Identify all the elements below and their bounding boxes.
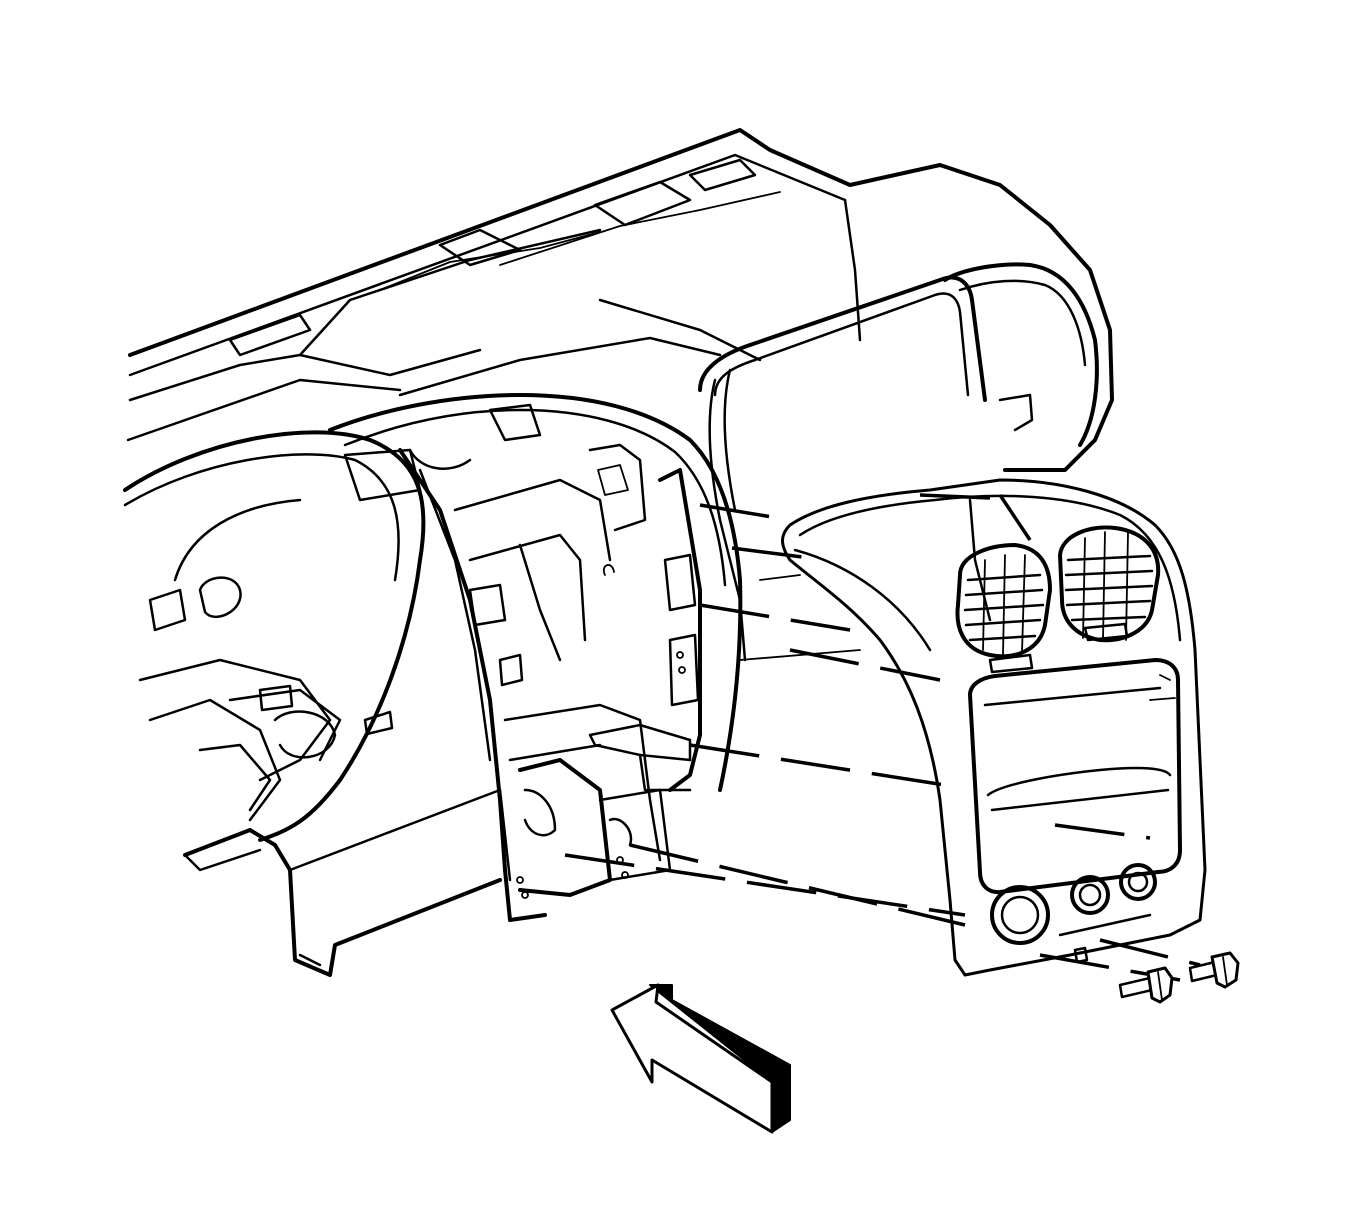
bolt-1 xyxy=(1118,966,1174,1004)
air-outlet-left xyxy=(955,543,1052,659)
alignment-lines xyxy=(564,493,1201,982)
instrument-panel xyxy=(123,128,1114,977)
center-trim-bezel xyxy=(781,478,1207,977)
direction-arrow-icon xyxy=(610,983,791,1134)
air-outlet-right xyxy=(1058,525,1161,643)
bolt-2 xyxy=(1188,951,1240,989)
